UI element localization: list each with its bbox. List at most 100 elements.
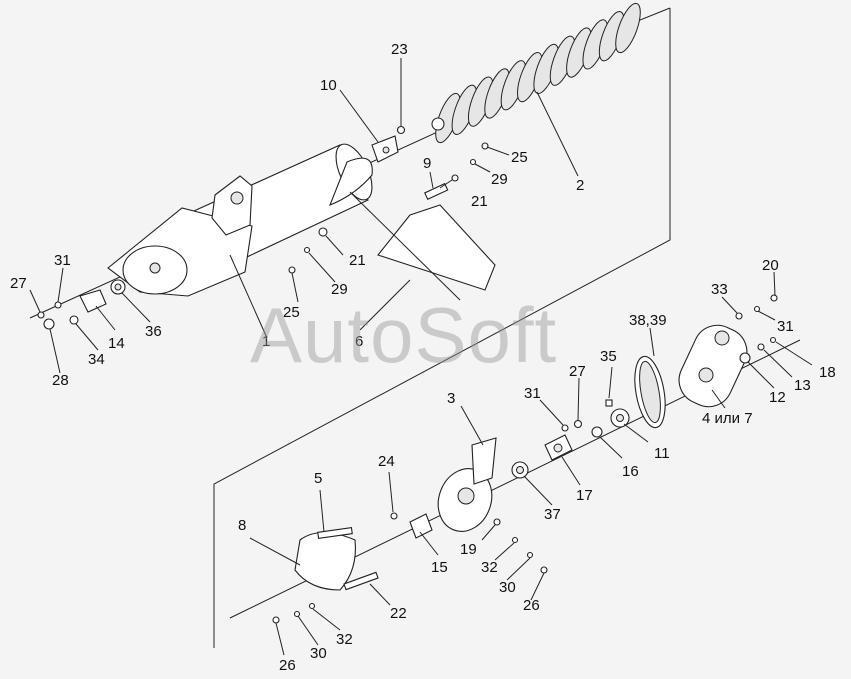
- auger-flight: [615, 2, 641, 54]
- callout-21-upper: 21: [471, 193, 488, 210]
- leader-3: [460, 405, 484, 446]
- ring-34: [69, 315, 79, 325]
- nut-23: [396, 125, 406, 135]
- leader-31b: [539, 399, 564, 426]
- leader-30a: [297, 615, 319, 646]
- callout-31-left: 31: [54, 252, 71, 269]
- leader-25a: [486, 146, 510, 156]
- callout-27-right: 27: [569, 363, 586, 380]
- chain-case-4-7: [678, 324, 748, 408]
- bolt-18: [769, 336, 777, 344]
- key-24: [390, 512, 398, 520]
- callout-25-lower: 25: [283, 304, 300, 321]
- callout-4: 4 или 7: [702, 410, 753, 427]
- callout-15: 15: [431, 559, 448, 576]
- clamp-5: [317, 527, 353, 539]
- callout-31-right: 31: [777, 318, 794, 335]
- washer-32-left: [308, 602, 316, 610]
- cover-shield-6: [329, 157, 496, 291]
- axis-line-screw-end: [634, 7, 671, 23]
- leader-20: [773, 271, 776, 297]
- leader-17: [561, 456, 581, 486]
- callout-6: 6: [355, 333, 363, 350]
- leader-11: [623, 423, 649, 443]
- bushing-16: [591, 426, 603, 438]
- callout-9: 9: [423, 155, 431, 172]
- leader-8: [249, 537, 301, 566]
- callout-21-lower: 21: [349, 252, 366, 269]
- leader-32a: [312, 608, 341, 631]
- callout-33: 33: [711, 281, 728, 298]
- washer-30-left: [293, 610, 301, 618]
- leader-12: [747, 361, 775, 389]
- leader-5: [319, 489, 325, 533]
- leader-15: [419, 531, 439, 556]
- callout-13: 13: [794, 377, 811, 394]
- case-hole-lower: [698, 367, 714, 383]
- callout-22: 22: [390, 605, 407, 622]
- washer-12: [739, 352, 751, 364]
- bracket-10: [371, 125, 406, 163]
- callout-16: 16: [622, 463, 639, 480]
- callout-5: 5: [314, 470, 322, 487]
- shield-8-group: [272, 527, 379, 624]
- callout-38-39: 38,39: [629, 312, 667, 329]
- flange-14: [79, 289, 107, 313]
- leader-21b: [325, 235, 344, 256]
- leader-lines: [29, 58, 813, 656]
- callout-35: 35: [600, 348, 617, 365]
- leader-22: [369, 583, 391, 606]
- shield-lower: [377, 204, 496, 291]
- leader-2: [536, 91, 579, 177]
- chain-drive: [605, 294, 778, 429]
- callout-31-middle: 31: [524, 385, 541, 402]
- housing-flange: [211, 175, 253, 236]
- washer-31-lower: [561, 424, 569, 432]
- auger-shaft-end: [431, 117, 445, 131]
- leader-25b: [291, 272, 299, 303]
- callout-27-left: 27: [10, 275, 27, 292]
- bolt-20: [770, 294, 778, 302]
- washer-29-upper: [469, 158, 477, 166]
- leader-4: [711, 389, 726, 409]
- callout-18: 18: [819, 364, 836, 381]
- auger-housing: [107, 143, 373, 297]
- leader-29b: [308, 252, 336, 283]
- auger-flights: [435, 2, 641, 144]
- flange-hole: [230, 191, 244, 205]
- washer-31-left: [54, 301, 62, 309]
- callout-2: 2: [576, 177, 584, 194]
- callout-34: 34: [88, 351, 105, 368]
- leader-21a: [439, 179, 453, 189]
- callout-36: 36: [145, 323, 162, 340]
- leader-38: [649, 327, 655, 357]
- leader-6: [359, 279, 411, 331]
- flange-17-bore: [553, 443, 563, 453]
- flange-15: [409, 513, 433, 539]
- leader-28: [49, 328, 61, 374]
- callout-14: 14: [108, 335, 125, 352]
- callout-3: 3: [447, 390, 455, 407]
- leader-9: [429, 171, 434, 189]
- nut-27-lower: [573, 419, 583, 429]
- leader-30b: [506, 557, 531, 581]
- leader-10: [339, 89, 379, 143]
- leader-1: [229, 254, 268, 339]
- callout-32-left: 32: [336, 631, 353, 648]
- leader-24: [388, 471, 394, 513]
- leader-37: [523, 475, 553, 506]
- callout-11: 11: [654, 445, 670, 462]
- callout-8: 8: [238, 517, 246, 534]
- key-35: [605, 399, 613, 407]
- bracket-hole: [382, 146, 390, 154]
- chain-inner: [639, 360, 661, 424]
- sprocket-bore: [616, 414, 624, 422]
- callout-26-left: 26: [279, 657, 296, 674]
- leader-31c: [757, 310, 776, 321]
- callout-labels: 1 2 3 4 или 7 5 6 8 9 10 11 12 13 14 15 …: [10, 41, 836, 674]
- washer-32-lower: [511, 536, 519, 544]
- nut-27-left: [37, 311, 45, 319]
- leader-26b: [530, 572, 545, 601]
- leader-19: [481, 524, 496, 541]
